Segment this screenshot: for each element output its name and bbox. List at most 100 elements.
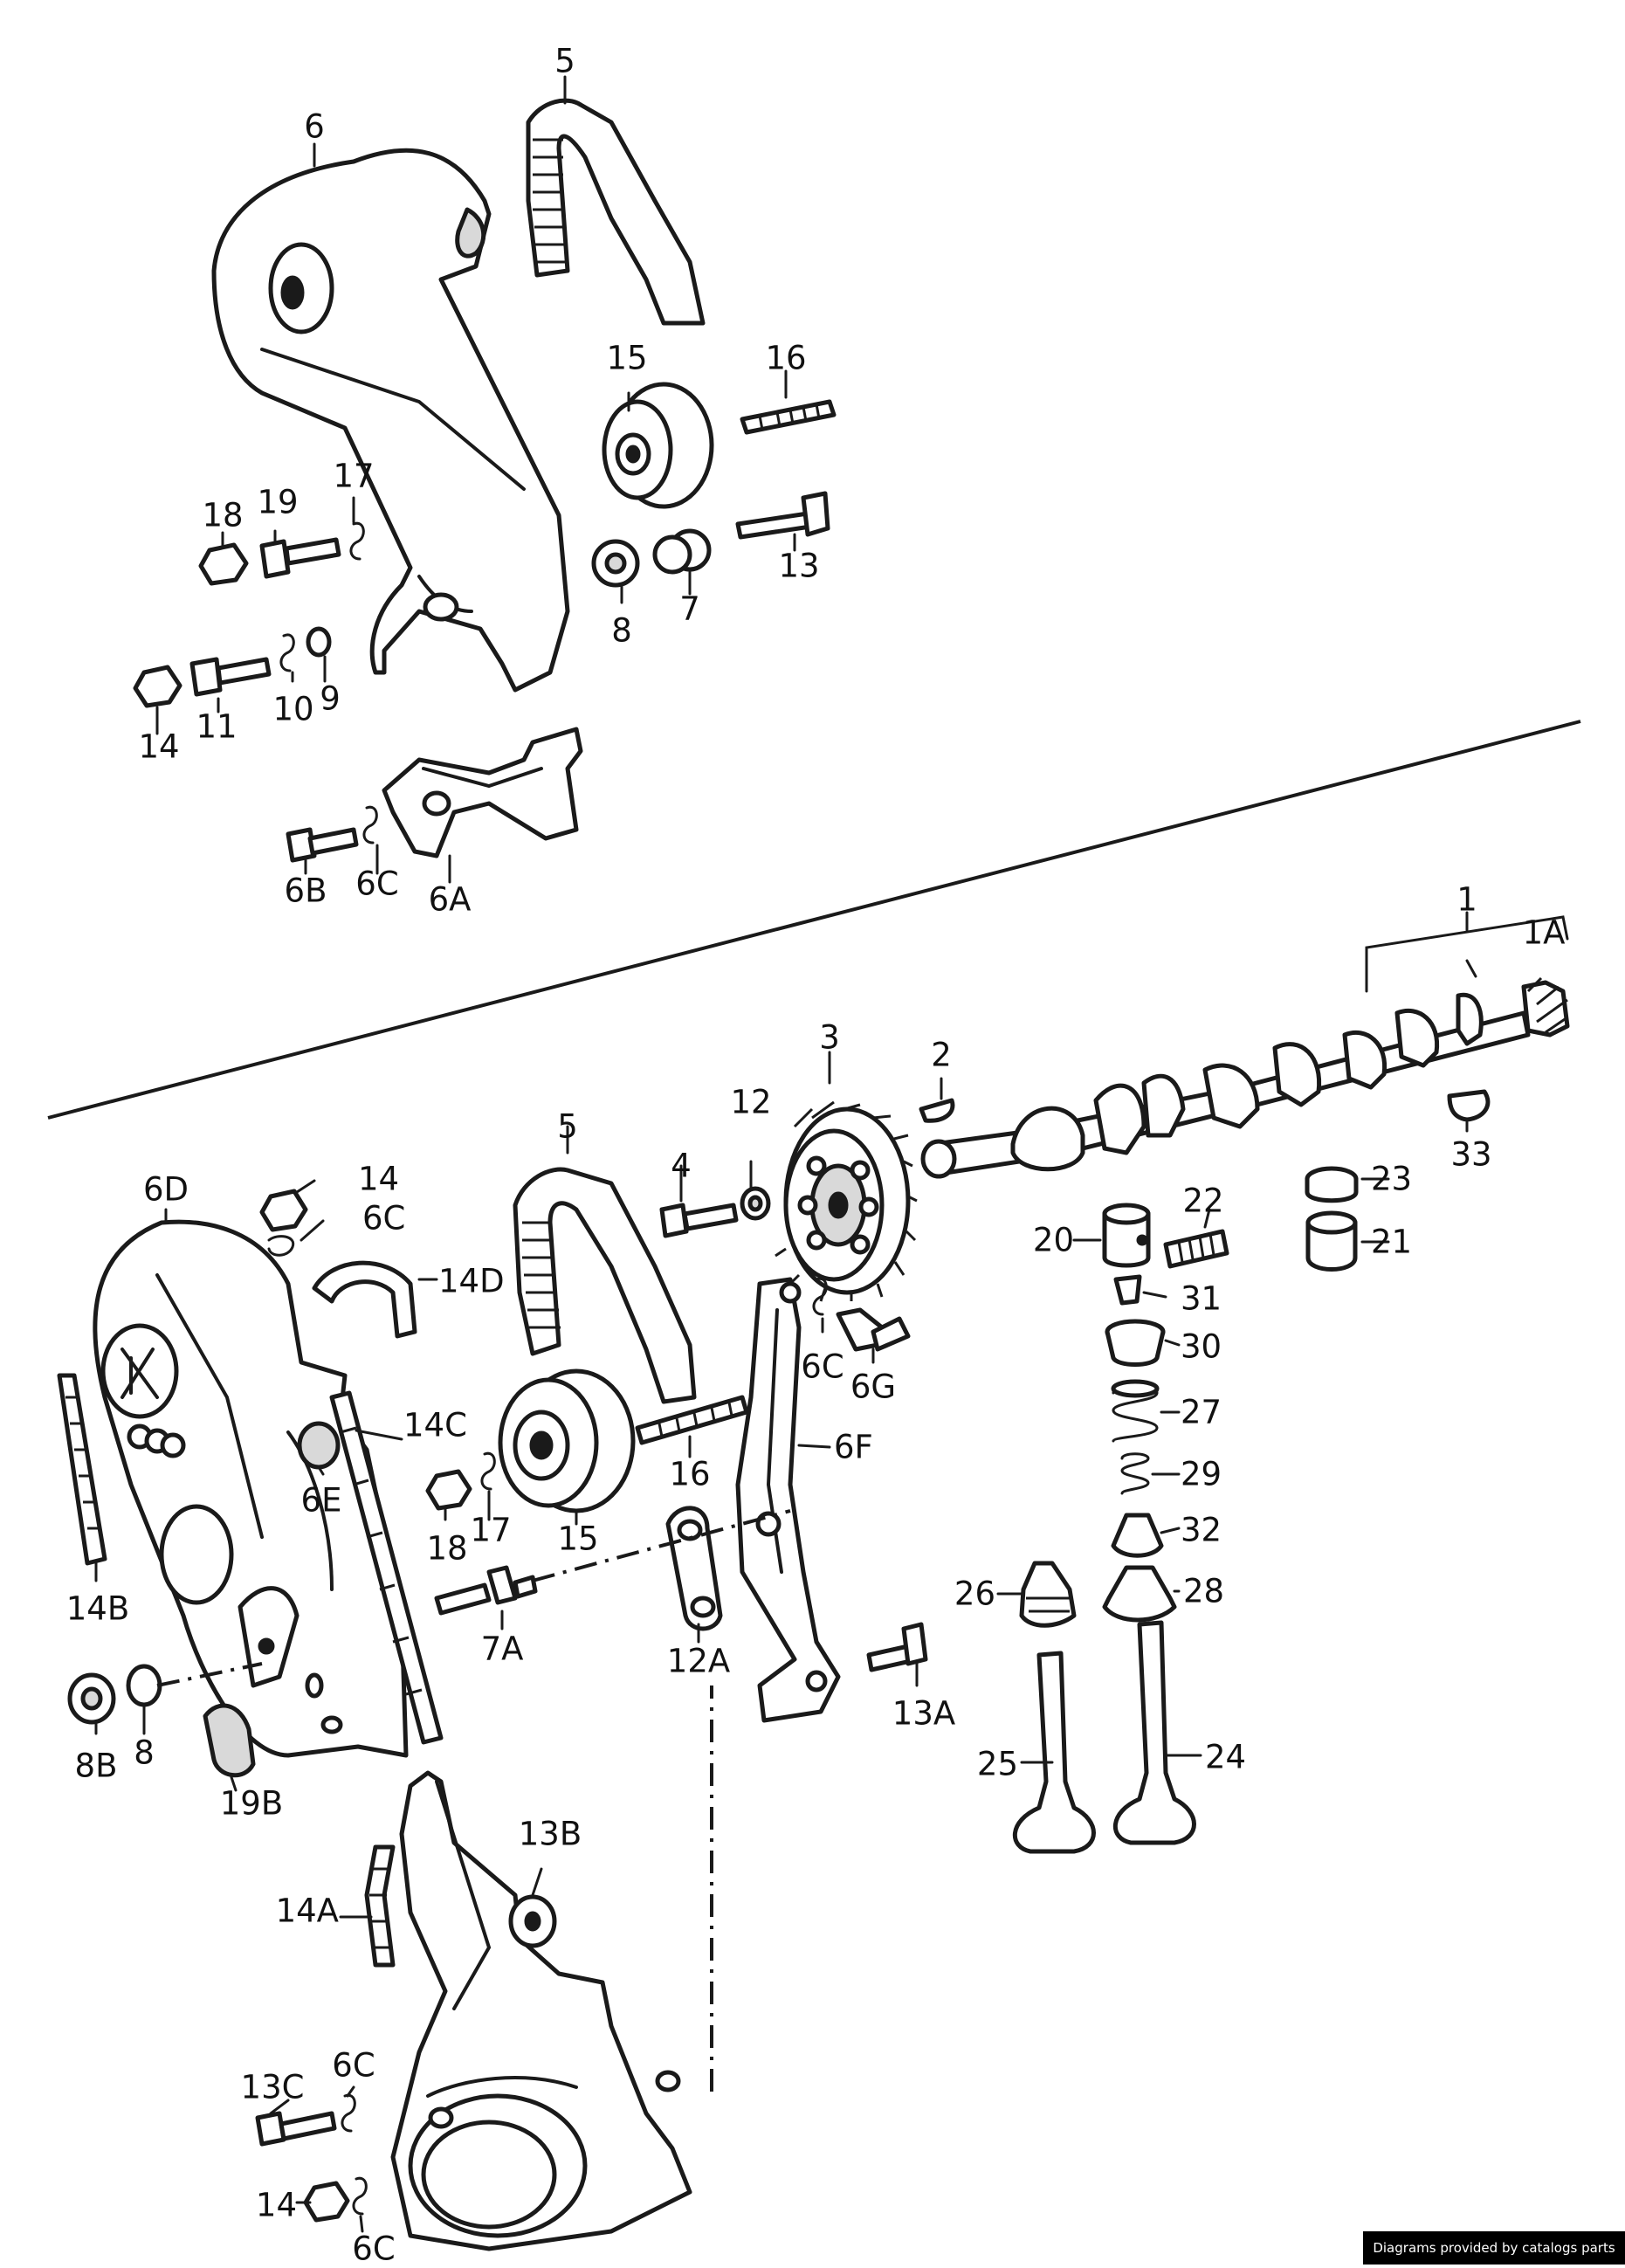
part-20-tappet bbox=[1102, 1203, 1151, 1268]
part-30-spring-cap bbox=[1105, 1319, 1166, 1367]
section-separator bbox=[47, 720, 1581, 1120]
credit-banner: Diagrams provided by catalogs parts bbox=[1363, 2231, 1625, 2265]
label-6F: 6F bbox=[834, 1428, 873, 1466]
part-14C-sealing-strip bbox=[329, 1390, 444, 1745]
part-6E-grommet bbox=[297, 1421, 341, 1470]
label-28: 28 bbox=[1183, 1572, 1225, 1610]
part-1-camshaft bbox=[920, 976, 1570, 1179]
part-23-shim bbox=[1305, 1166, 1359, 1203]
label-6C-d: 6C bbox=[352, 2230, 396, 2268]
label-13A: 13A bbox=[892, 1694, 956, 1733]
label-31: 31 bbox=[1181, 1279, 1222, 1318]
label-lower-5: 5 bbox=[557, 1107, 578, 1146]
label-top-13: 13 bbox=[778, 547, 820, 585]
label-14D: 14D bbox=[438, 1262, 505, 1300]
part-5-lower-timing-belt bbox=[513, 1167, 697, 1404]
part-6C-washer-c bbox=[341, 2093, 356, 2133]
part-6B-bolt bbox=[286, 827, 359, 863]
label-lower-18: 18 bbox=[426, 1529, 468, 1568]
part-6G-bolt bbox=[836, 1307, 911, 1352]
label-top-6: 6 bbox=[304, 107, 325, 146]
label-14C: 14C bbox=[403, 1406, 467, 1444]
label-lower-16: 16 bbox=[669, 1455, 711, 1493]
label-32: 32 bbox=[1181, 1511, 1222, 1549]
part-26-valve-stem-seal bbox=[1019, 1561, 1077, 1628]
part-31-collets bbox=[1113, 1274, 1142, 1306]
label-top-6A: 6A bbox=[428, 880, 472, 919]
label-29: 29 bbox=[1181, 1455, 1222, 1493]
label-lower-14: 14 bbox=[358, 1160, 400, 1198]
part-5-upper-timing-belt bbox=[526, 98, 706, 326]
part-17-washer bbox=[349, 521, 365, 561]
part-13B-lower-rear-cover bbox=[390, 1770, 692, 2251]
part-13A-bolt bbox=[866, 1622, 928, 1672]
part-16-upper-stud bbox=[740, 399, 837, 435]
label-lower-15: 15 bbox=[557, 1520, 599, 1558]
part-13-bolt bbox=[735, 491, 830, 540]
part-14-lower-nut bbox=[259, 1189, 308, 1232]
part-12-washer bbox=[740, 1186, 771, 1221]
label-top-15: 15 bbox=[606, 339, 648, 377]
label-3: 3 bbox=[819, 1018, 840, 1057]
part-17-lower-washer bbox=[480, 1451, 496, 1491]
part-6D-lower-belt-cover bbox=[93, 1219, 409, 1758]
part-14D-seal bbox=[312, 1260, 417, 1339]
label-6E: 6E bbox=[300, 1481, 342, 1520]
label-top-19: 19 bbox=[257, 483, 299, 521]
label-bottom-14: 14 bbox=[255, 2186, 297, 2224]
part-6F-rear-plate bbox=[735, 1277, 841, 1723]
part-33-bearing-shell bbox=[1447, 1089, 1491, 1122]
label-14A: 14A bbox=[275, 1892, 339, 1930]
part-6A-bracket bbox=[382, 727, 583, 858]
label-1: 1 bbox=[1456, 880, 1477, 919]
label-6G: 6G bbox=[850, 1368, 897, 1406]
part-13C-bolt bbox=[255, 2111, 337, 2147]
label-27: 27 bbox=[1181, 1393, 1222, 1431]
part-15-upper-tensioner-pulley bbox=[602, 382, 714, 509]
part-10-washer bbox=[279, 633, 295, 672]
label-33: 33 bbox=[1450, 1135, 1492, 1174]
label-19B: 19B bbox=[219, 1784, 284, 1823]
label-top-16: 16 bbox=[765, 339, 807, 377]
label-top-7: 7 bbox=[679, 589, 700, 628]
label-top-17: 17 bbox=[333, 457, 375, 495]
label-7A: 7A bbox=[480, 1630, 524, 1668]
part-22-adjusting-screw bbox=[1163, 1229, 1229, 1269]
part-3-camshaft-sprocket bbox=[775, 1100, 918, 1302]
label-14B: 14B bbox=[65, 1589, 130, 1628]
part-6C-washer-b bbox=[812, 1277, 828, 1316]
part-24-intake-valve bbox=[1113, 1620, 1196, 1845]
label-26: 26 bbox=[954, 1575, 995, 1613]
part-29-inner-spring bbox=[1120, 1452, 1150, 1495]
label-top-8: 8 bbox=[611, 611, 632, 650]
part-28-valve-stem-seal bbox=[1102, 1565, 1177, 1623]
part-14-bottom-nut bbox=[303, 2181, 350, 2223]
part-4-bolt bbox=[659, 1203, 739, 1238]
label-21: 21 bbox=[1371, 1223, 1413, 1261]
label-6D: 6D bbox=[142, 1170, 189, 1209]
label-12A: 12A bbox=[666, 1642, 731, 1680]
part-19B-pad bbox=[203, 1703, 256, 1778]
part-14A-sealing-strip bbox=[364, 1844, 396, 1968]
part-9-washer bbox=[306, 626, 332, 658]
part-27-outer-spring bbox=[1111, 1379, 1160, 1443]
label-top-6B: 6B bbox=[284, 872, 327, 910]
label-6C-a: 6C bbox=[362, 1199, 406, 1237]
label-2: 2 bbox=[931, 1036, 952, 1074]
label-25: 25 bbox=[976, 1745, 1018, 1783]
label-top-10: 10 bbox=[272, 690, 314, 728]
part-2-woodruff-key bbox=[919, 1098, 955, 1123]
label-top-9: 9 bbox=[320, 679, 341, 718]
part-18-nut bbox=[198, 542, 249, 586]
label-1A: 1A bbox=[1522, 913, 1566, 952]
label-top-14: 14 bbox=[138, 727, 180, 766]
label-12: 12 bbox=[730, 1083, 772, 1121]
label-top-18: 18 bbox=[202, 496, 244, 534]
part-32-spring-seat bbox=[1111, 1513, 1164, 1558]
label-24: 24 bbox=[1205, 1738, 1247, 1776]
label-4: 4 bbox=[671, 1147, 692, 1185]
part-14-upper-nut bbox=[133, 665, 182, 708]
part-12A-plate bbox=[665, 1506, 723, 1631]
part-7-sleeve bbox=[652, 528, 712, 575]
